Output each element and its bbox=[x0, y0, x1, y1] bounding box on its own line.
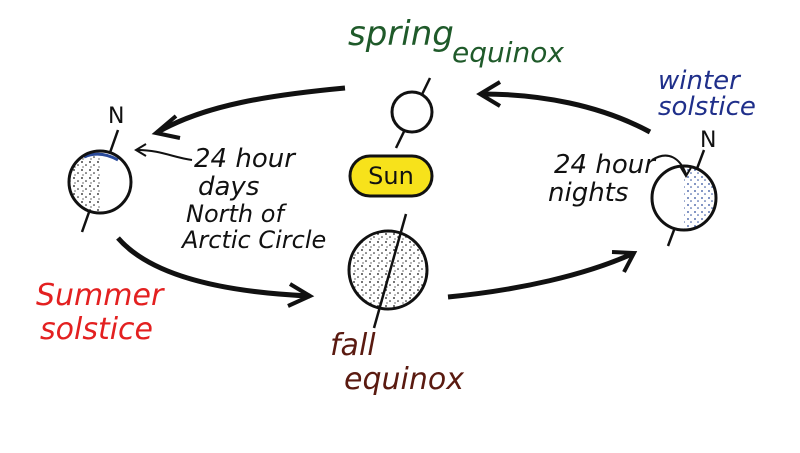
fall-equinox-label: equinox bbox=[344, 362, 464, 397]
arrowhead-spring bbox=[476, 80, 502, 108]
summer-label: Summer bbox=[36, 278, 164, 313]
fall-earth bbox=[347, 229, 429, 311]
winter-earth bbox=[650, 164, 718, 232]
spring-earth bbox=[390, 90, 434, 134]
sun-disk bbox=[348, 154, 434, 198]
north-label-summer: N bbox=[108, 104, 125, 129]
nights-label-line1: 24 hour bbox=[554, 150, 655, 180]
spring-equinox-label: equinox bbox=[452, 36, 564, 69]
north-label-winter: N bbox=[700, 128, 717, 153]
days-label-line3: North of bbox=[186, 200, 284, 228]
arrowhead-summer bbox=[151, 114, 181, 140]
arrow-winter-to-spring bbox=[481, 91, 652, 135]
arrow-fall-to-winter bbox=[447, 251, 634, 300]
days-label-line4: Arctic Circle bbox=[182, 226, 327, 254]
arrow-spring-to-summer bbox=[156, 85, 346, 135]
arrowhead-winter bbox=[611, 250, 638, 273]
pointer-24-hour-nights bbox=[651, 154, 687, 175]
summer-earth bbox=[67, 149, 133, 215]
sun-label: Sun bbox=[368, 162, 414, 190]
summer-solstice-label: solstice bbox=[40, 312, 153, 347]
winter-label: winter bbox=[658, 66, 740, 96]
winter-solstice-label: solstice bbox=[658, 92, 756, 122]
days-label-line1: 24 hour bbox=[194, 144, 295, 174]
days-label-line2: days bbox=[198, 172, 260, 202]
nights-label-line2: nights bbox=[548, 178, 629, 208]
pointer-24-hour-days bbox=[137, 149, 193, 161]
spring-label: spring bbox=[348, 14, 454, 54]
fall-label: fall bbox=[330, 328, 376, 363]
arrowhead-fall bbox=[287, 282, 315, 308]
arrow-summer-to-fall bbox=[116, 236, 311, 299]
